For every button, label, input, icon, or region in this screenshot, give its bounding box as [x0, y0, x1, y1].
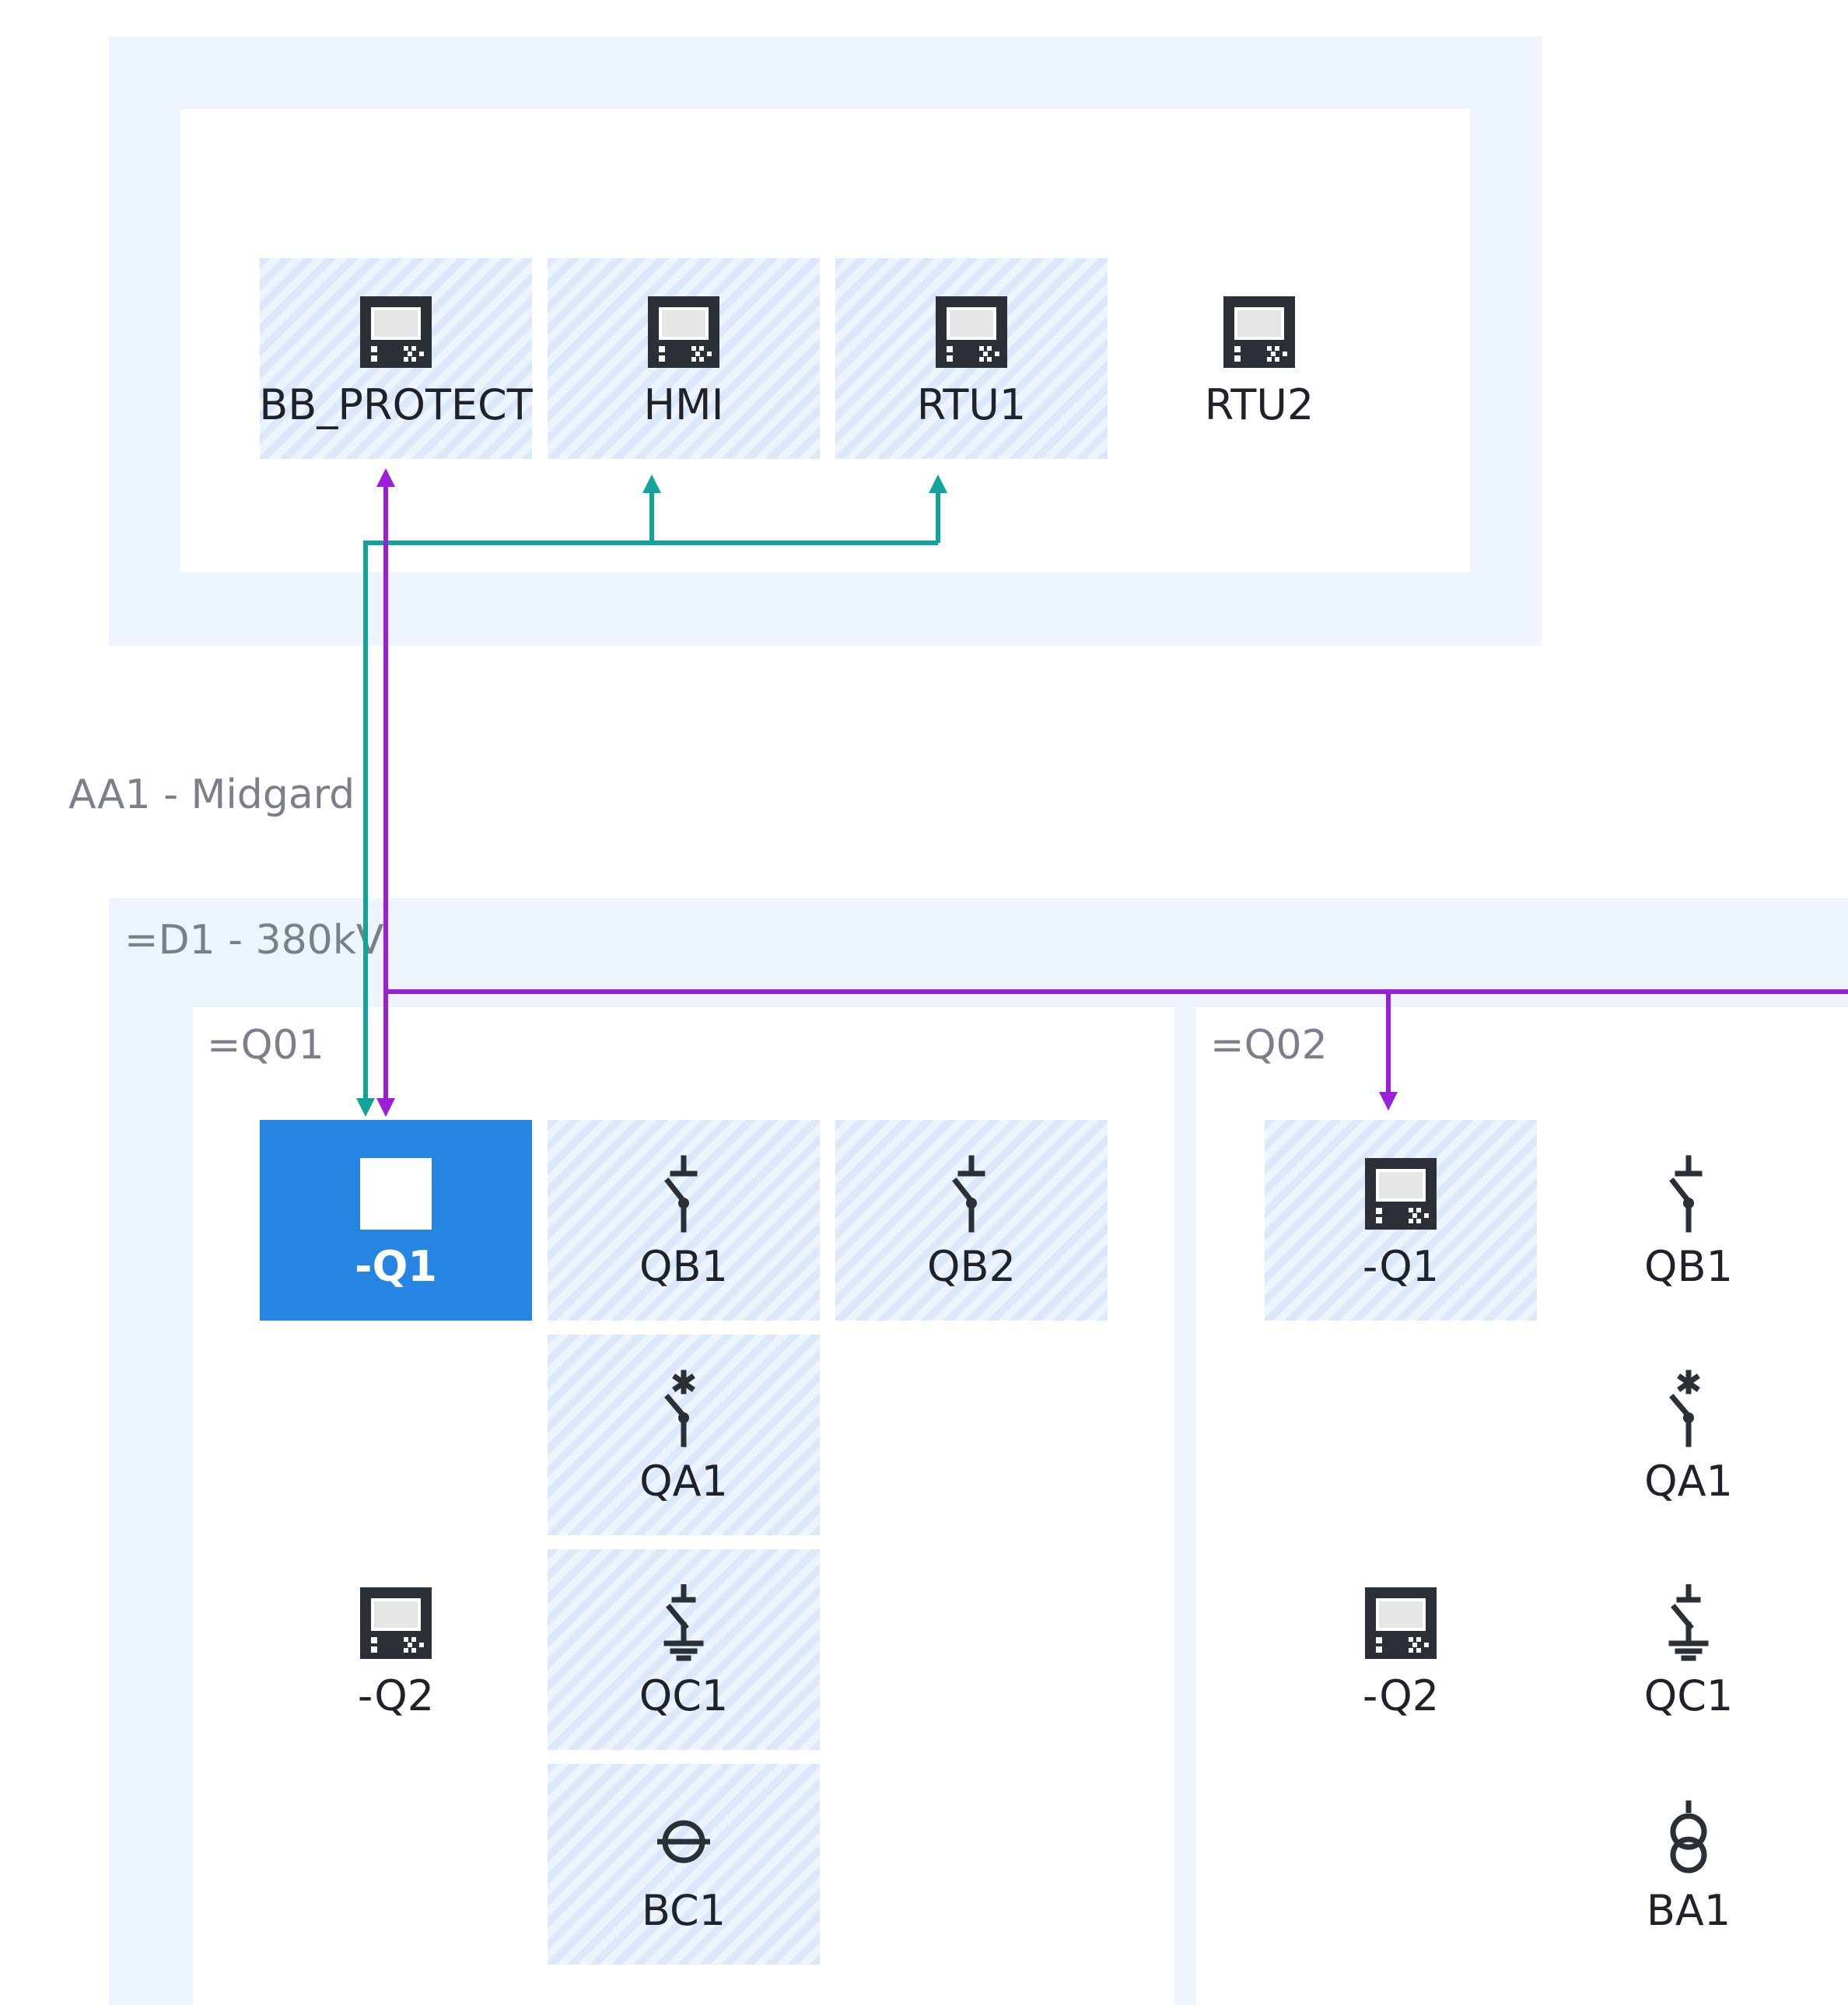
device-label: QC1 [1643, 1671, 1734, 1720]
device-label: BB_PROTECT [259, 380, 533, 429]
device-label: QB2 [927, 1242, 1016, 1291]
bay-q02-ied-q2[interactable]: -Q2 [1265, 1549, 1537, 1750]
bay-q02-label: =Q02 [1210, 1022, 1328, 1069]
device-label: QA1 [1644, 1457, 1733, 1506]
bay-q02-ied-q1[interactable]: -Q1 [1265, 1120, 1537, 1321]
device-label: QA1 [639, 1457, 728, 1506]
device-rtu1[interactable]: RTU1 [835, 258, 1108, 459]
link-teal[interactable] [356, 474, 947, 1117]
device-label: BC1 [641, 1886, 726, 1935]
bay-q01-label: =Q01 [207, 1022, 324, 1069]
substation-label: AA1 - Midgard [68, 772, 355, 818]
bay-q02-qc1[interactable]: QC1 [1552, 1549, 1825, 1750]
voltage-level-label: =D1 - 380kV [124, 917, 384, 964]
link-purple[interactable] [376, 468, 1848, 1117]
device-label: RTU2 [1204, 380, 1314, 429]
bay-q01-bc1[interactable]: BC1 [548, 1764, 820, 1965]
device-label: -Q2 [357, 1671, 435, 1720]
device-hmi[interactable]: HMI [548, 258, 820, 459]
bay-q02-qb1[interactable]: QB1 [1552, 1120, 1825, 1321]
bay-q01-ied-q2[interactable]: -Q2 [260, 1549, 532, 1750]
bay-q01-ied-q1[interactable]: -Q1 [260, 1120, 532, 1321]
device-label: QB1 [639, 1242, 728, 1291]
bay-q01-qb1[interactable]: QB1 [548, 1120, 820, 1321]
bay-q01-qc1[interactable]: QC1 [548, 1549, 820, 1750]
device-label: BA1 [1646, 1886, 1731, 1935]
device-label: -Q1 [355, 1242, 437, 1291]
device-label: -Q1 [1362, 1242, 1440, 1291]
device-rtu2[interactable]: RTU2 [1123, 258, 1395, 459]
device-label: QC1 [639, 1671, 729, 1720]
bay-q01-qa1[interactable]: QA1 [548, 1335, 820, 1535]
device-label: RTU1 [916, 380, 1027, 429]
bay-q01-qb2[interactable]: QB2 [835, 1120, 1108, 1321]
device-label: HMI [643, 380, 724, 429]
device-bb-protect[interactable]: BB_PROTECT [259, 258, 533, 459]
device-label: QB1 [1644, 1242, 1733, 1291]
bay-q02-ba1[interactable]: BA1 [1552, 1764, 1825, 1965]
device-label: -Q2 [1362, 1671, 1440, 1720]
bay-q02-qa1[interactable]: QA1 [1552, 1335, 1825, 1535]
